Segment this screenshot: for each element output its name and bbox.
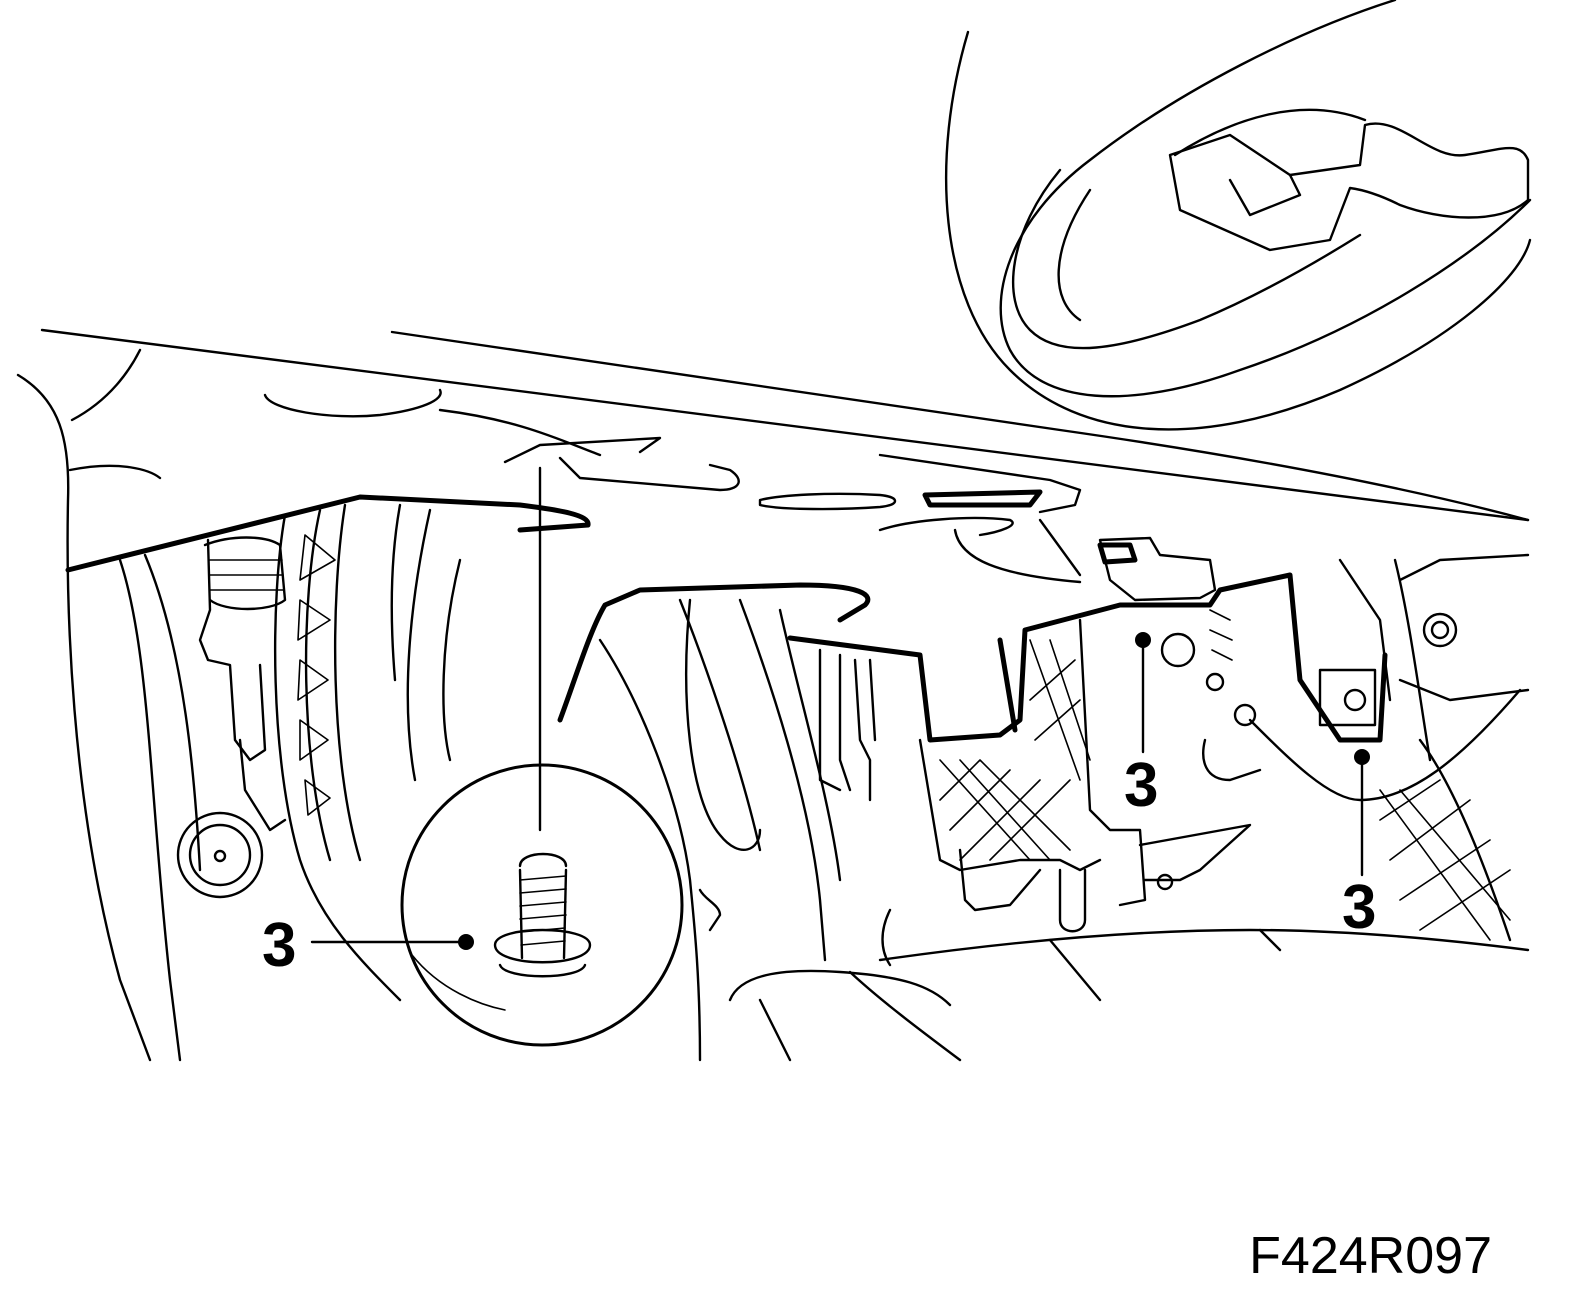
grab-handle <box>945 0 1532 431</box>
callout-dot-3 <box>1354 749 1370 765</box>
pedal-pads <box>698 888 1530 1062</box>
callout-label-1: 3 <box>262 911 296 980</box>
dashboard-edge <box>16 328 1530 1062</box>
callout-dot-2 <box>1135 632 1151 648</box>
screw-detail-inset <box>400 763 684 1047</box>
callout-leaders <box>310 466 1370 950</box>
figure-code: F424R097 <box>1249 1227 1492 1285</box>
callout-label-3: 3 <box>1342 873 1376 942</box>
callout-label-2: 3 <box>1124 751 1158 820</box>
callout-dot-1 <box>458 934 474 950</box>
pedal-bracket <box>557 518 1530 1062</box>
left-pillar <box>65 494 591 1062</box>
